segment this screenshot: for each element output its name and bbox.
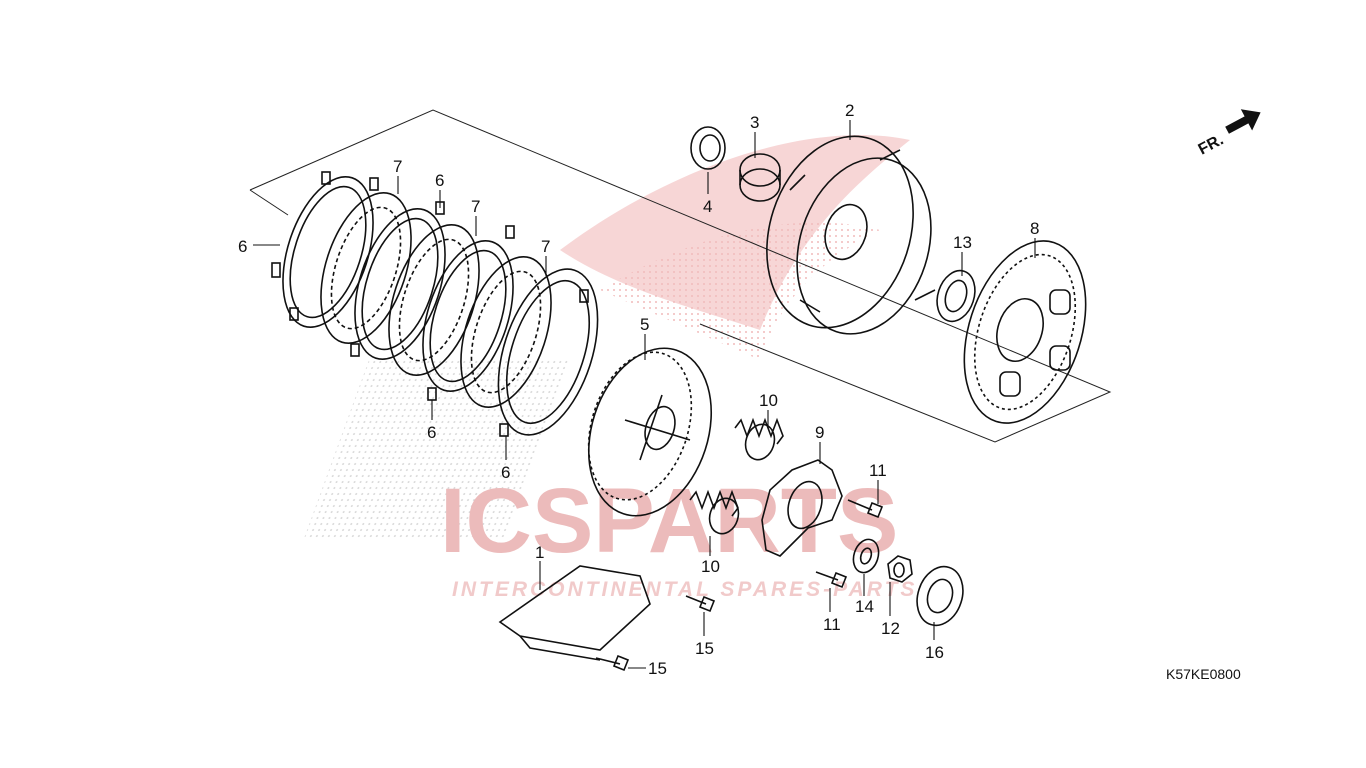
callout-7: 7 xyxy=(541,237,550,256)
friction-disc xyxy=(271,171,379,329)
flange-bolt xyxy=(595,654,630,672)
friction-disc xyxy=(350,201,446,361)
callout-1: 1 xyxy=(535,543,544,562)
callout-8: 8 xyxy=(1030,219,1039,238)
callout-3: 3 xyxy=(750,113,759,132)
callout-5: 5 xyxy=(640,315,649,334)
watermark-brand: ICSPARTS xyxy=(440,470,898,572)
callout-2: 2 xyxy=(845,101,854,120)
flange-bolt xyxy=(847,499,884,519)
lock-nut xyxy=(887,555,913,583)
callout-6: 6 xyxy=(501,463,510,482)
clutch-spring xyxy=(689,489,740,535)
callout-10: 10 xyxy=(759,391,778,410)
plain-plate xyxy=(320,191,412,345)
clutch-center xyxy=(587,347,713,517)
callout-14: 14 xyxy=(855,597,874,616)
callout-4: 4 xyxy=(703,197,712,216)
oil-guide-plate xyxy=(498,565,651,661)
callout-6: 6 xyxy=(427,423,436,442)
lifter-bearing xyxy=(916,565,964,627)
lifter-plate xyxy=(761,459,843,557)
callout-labels: 1 2 3 4 5 6 6 6 6 7 7 7 8 9 10 10 11 11 … xyxy=(238,101,1039,678)
callout-11: 11 xyxy=(869,461,887,480)
flange-bolt xyxy=(685,595,716,613)
assembly-outline xyxy=(249,109,1112,443)
front-arrow-icon xyxy=(1225,109,1261,134)
callout-12: 12 xyxy=(881,619,900,638)
leader-lines xyxy=(253,120,1036,669)
watermark-tagline: INTERCONTINENTAL SPARES-PARTS xyxy=(452,578,917,601)
flange-bolt xyxy=(815,571,848,589)
callout-7: 7 xyxy=(393,157,402,176)
clutch-spring xyxy=(734,417,784,461)
clutch-outer xyxy=(766,135,936,335)
callout-16: 16 xyxy=(925,643,944,662)
callout-6: 6 xyxy=(238,237,247,256)
thrust-washer xyxy=(936,269,976,323)
callout-6: 6 xyxy=(435,171,444,190)
callout-9: 9 xyxy=(815,423,824,442)
callout-15: 15 xyxy=(695,639,714,658)
callout-10: 10 xyxy=(701,557,720,576)
clutch-plate-stack xyxy=(271,171,599,437)
pressure-plate xyxy=(963,240,1087,424)
watermark: ICSPARTS INTERCONTINENTAL SPARES-PARTS xyxy=(303,134,917,601)
bushing xyxy=(690,126,726,170)
lifter-washer xyxy=(852,538,880,574)
front-direction-indicator: FR. xyxy=(1196,109,1261,159)
collar xyxy=(739,153,781,202)
diagram-code: K57KE0800 xyxy=(1166,666,1241,682)
plain-plate xyxy=(460,255,552,409)
friction-disc xyxy=(422,225,515,401)
callout-15: 15 xyxy=(648,659,667,678)
plain-plate xyxy=(388,223,480,377)
callout-7: 7 xyxy=(471,197,480,216)
friction-disc xyxy=(497,268,599,437)
callout-11: 11 xyxy=(823,615,841,634)
front-label: FR. xyxy=(1196,131,1227,158)
callout-13: 13 xyxy=(953,233,972,252)
